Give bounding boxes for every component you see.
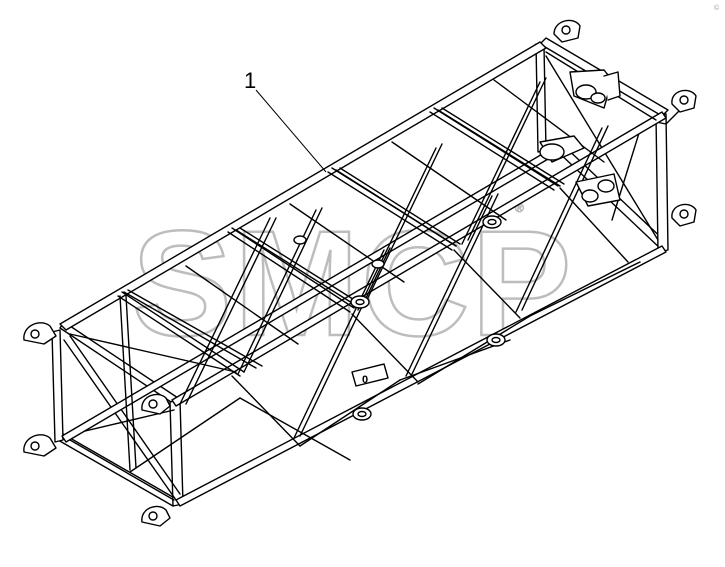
corner-mark: © xyxy=(714,4,720,12)
data-plate xyxy=(351,363,389,387)
lug-right-top xyxy=(553,19,581,43)
lug-left-top xyxy=(23,322,57,345)
bottom-face-lacing xyxy=(69,261,641,501)
callout-label: 1 xyxy=(244,68,256,93)
lug-right-upper xyxy=(671,89,697,113)
pin-connections xyxy=(539,69,621,207)
chord-clips xyxy=(293,215,506,421)
lug-mid-left xyxy=(141,393,171,415)
data-plate-text: 0 xyxy=(362,374,368,386)
top-chords xyxy=(59,41,667,407)
left-end-frame xyxy=(51,321,184,507)
lifting-lugs xyxy=(23,19,697,527)
callout-leader-line xyxy=(255,89,327,173)
callout-1: 1 xyxy=(244,68,327,173)
lug-left-bottom xyxy=(23,434,57,457)
top-face-diagonals xyxy=(69,51,657,373)
lug-bottom-front xyxy=(141,505,171,527)
side-face-lacing xyxy=(119,77,629,471)
watermark-trademark: ® xyxy=(515,201,524,215)
lug-right-lower xyxy=(671,203,697,227)
boom-section xyxy=(23,19,697,527)
